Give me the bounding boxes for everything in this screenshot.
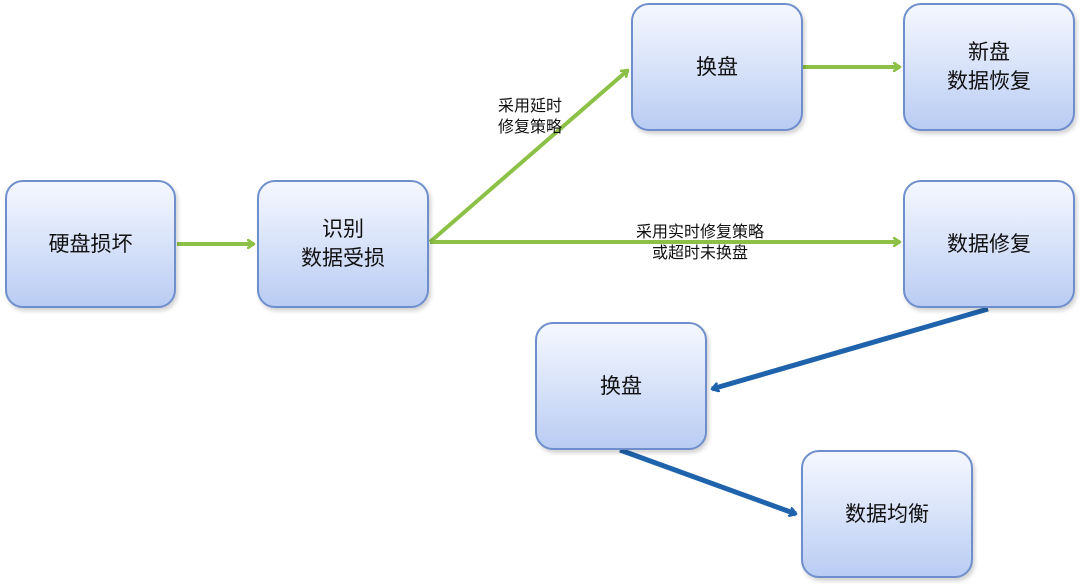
edge-label-delayed-line2: 修复策略 — [497, 116, 562, 136]
node-data-repair-label: 数据修复 — [947, 231, 1031, 256]
node-data-repair: 数据修复 — [903, 180, 1075, 308]
node-new-disk-data-recovery: 新盘 数据恢复 — [903, 3, 1075, 131]
node-swap-bottom-label: 换盘 — [600, 373, 642, 398]
node-data-balance-label: 数据均衡 — [845, 501, 929, 526]
edge-label-realtime-line1: 采用实时修复策略 — [635, 222, 764, 241]
edge-label-realtime-repair: 采用实时修复策略 或超时未换盘 — [600, 222, 800, 264]
node-swap-disk-top: 换盘 — [631, 3, 803, 131]
node-new-disk-label-line2: 数据恢复 — [947, 69, 1031, 93]
node-identify-label-line2: 数据受损 — [301, 246, 385, 270]
node-identify-data-damage: 识别 数据受损 — [257, 180, 429, 308]
arrow-identify-to-swap-top — [428, 68, 630, 244]
node-disk-damaged-label: 硬盘损坏 — [48, 231, 133, 256]
node-swap-top-label: 换盘 — [696, 54, 738, 79]
node-data-balance: 数据均衡 — [801, 450, 973, 578]
node-disk-damaged: 硬盘损坏 — [5, 180, 176, 308]
node-identify-label-line1: 识别 — [322, 217, 364, 242]
node-new-disk-label-line1: 新盘 — [968, 40, 1010, 65]
node-swap-disk-bottom: 换盘 — [535, 322, 707, 450]
edge-label-delayed-repair: 采用延时 修复策略 — [470, 96, 590, 138]
arrow-swap-bottom-to-data-balance — [619, 447, 796, 514]
arrow-data-repair-to-swap-bottom — [712, 306, 989, 389]
edge-label-realtime-line2: 或超时未换盘 — [651, 242, 748, 262]
edge-label-delayed-line1: 采用延时 — [497, 96, 562, 115]
